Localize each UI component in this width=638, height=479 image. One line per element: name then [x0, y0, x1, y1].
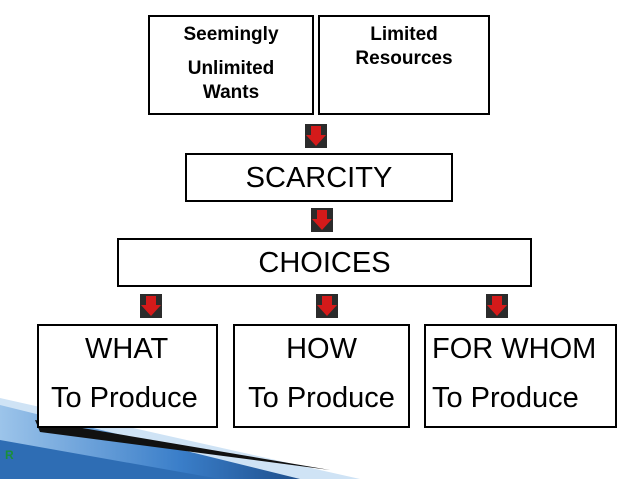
for-whom-sub: To Produce [432, 382, 579, 414]
what-title: WHAT [85, 333, 169, 365]
how-box: HOW To Produce [233, 324, 410, 428]
how-sub: To Produce [248, 382, 395, 414]
down-arrow-icon [305, 124, 327, 148]
wants-line-1: Seemingly [183, 24, 279, 45]
resources-line-2: Resources [355, 48, 453, 69]
down-arrow-icon [316, 294, 338, 318]
corner-mark: R [5, 448, 14, 462]
scarcity-label: SCARCITY [245, 162, 393, 194]
wants-line-3: Wants [202, 82, 260, 103]
wants-line-2: Unlimited [187, 58, 275, 79]
down-arrow-icon [140, 294, 162, 318]
wants-box: Seemingly Unlimited Wants [148, 15, 314, 115]
what-sub: To Produce [51, 382, 198, 414]
choices-box: CHOICES [117, 238, 532, 287]
resources-line-1: Limited [370, 24, 438, 45]
what-box: WHAT To Produce [37, 324, 218, 428]
for-whom-box: FOR WHOM To Produce [424, 324, 617, 428]
down-arrow-icon [486, 294, 508, 318]
resources-box: Limited Resources [318, 15, 490, 115]
scarcity-box: SCARCITY [185, 153, 453, 202]
choices-label: CHOICES [258, 247, 391, 279]
for-whom-title: FOR WHOM [432, 333, 597, 365]
how-title: HOW [286, 333, 357, 365]
down-arrow-icon [311, 208, 333, 232]
